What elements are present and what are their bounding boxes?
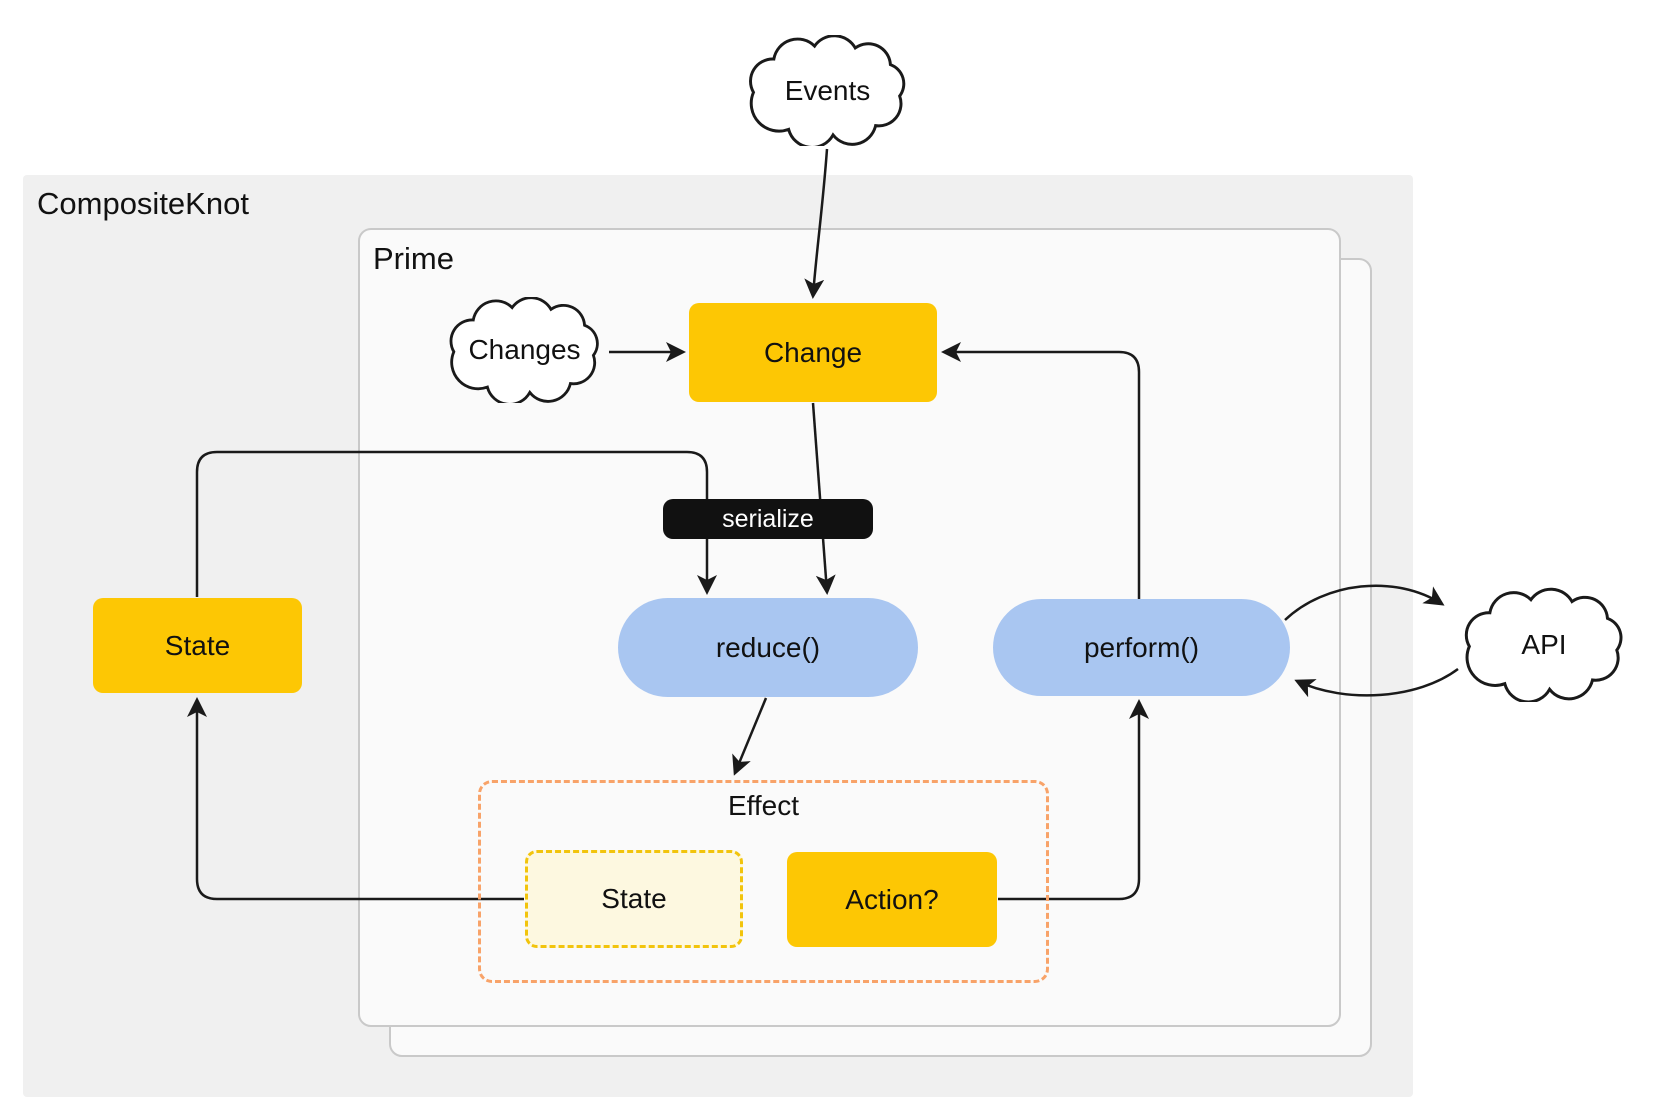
serialize-badge: serialize xyxy=(663,499,873,539)
api-cloud-label: API xyxy=(1521,628,1567,660)
changes-cloud-label: Changes xyxy=(468,334,581,365)
events-cloud-label: Events xyxy=(784,74,871,106)
perform-node: perform() xyxy=(993,599,1290,696)
prime-label: Prime xyxy=(373,241,454,276)
state-node: State xyxy=(93,598,302,693)
effect-action-node: Action? xyxy=(787,852,997,947)
reduce-node: reduce() xyxy=(618,598,918,697)
change-node: Change xyxy=(689,303,937,402)
compositeknot-label: CompositeKnot xyxy=(37,186,249,221)
effect-label: Effect xyxy=(727,790,800,821)
effect-state-node: State xyxy=(525,850,743,948)
